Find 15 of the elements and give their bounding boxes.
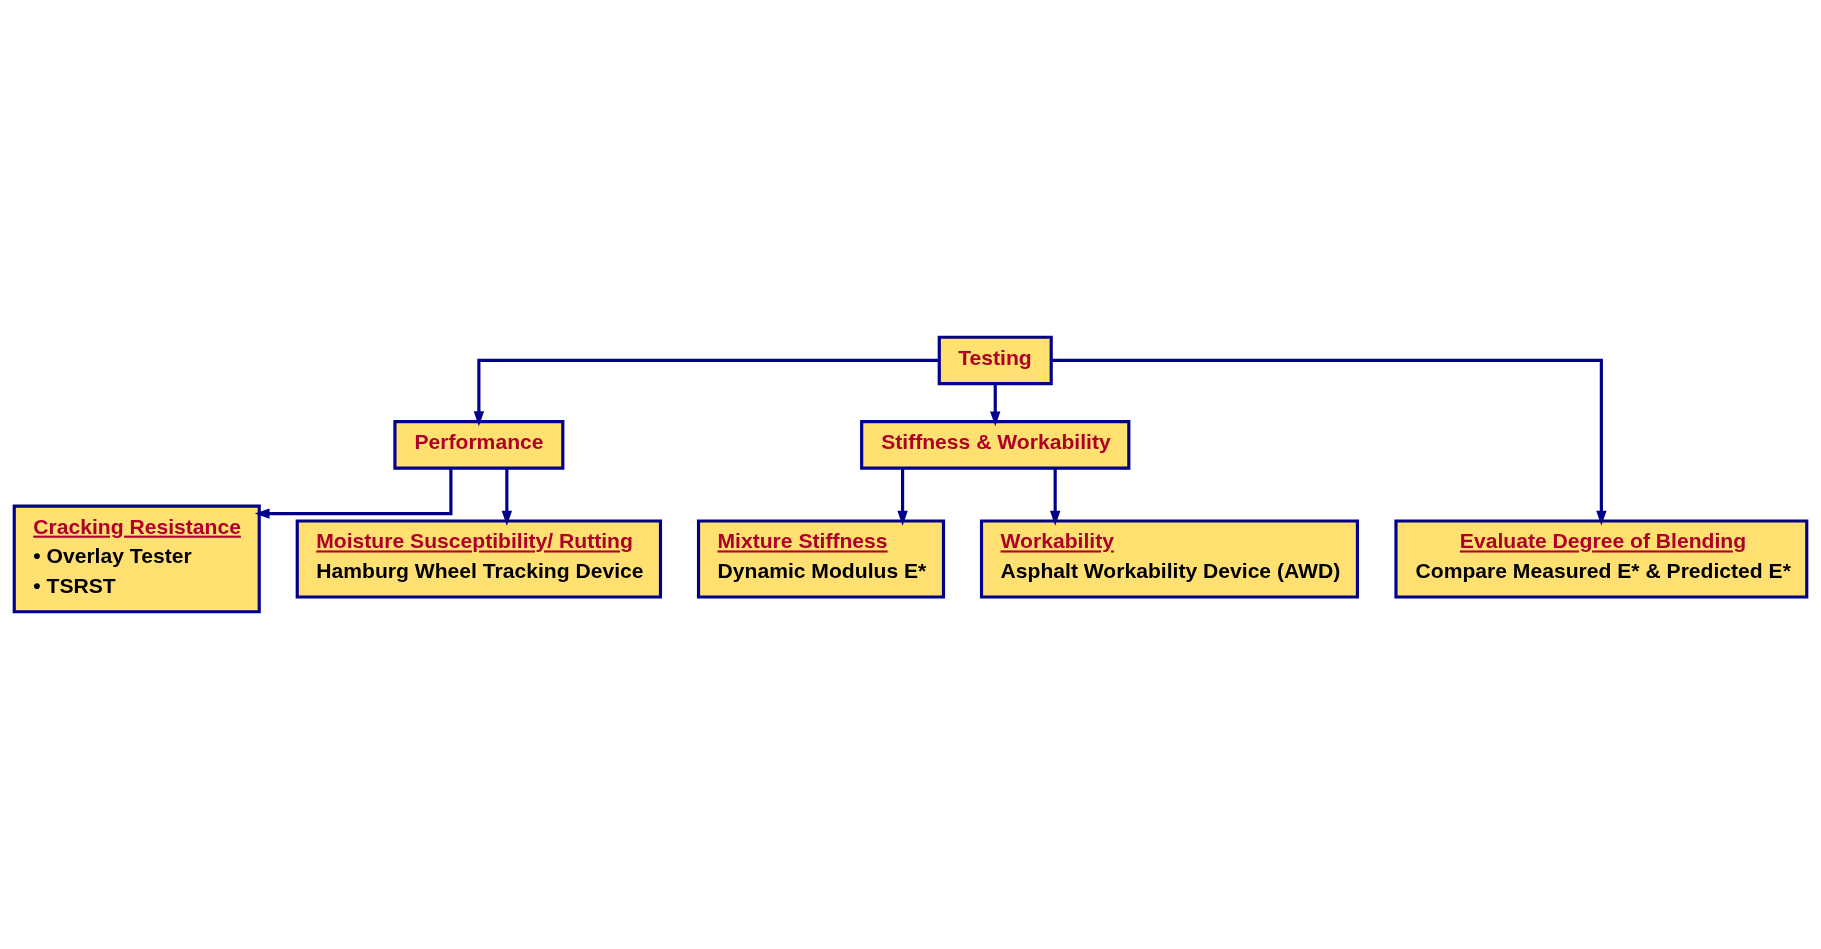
- arrow: [473, 358, 939, 427]
- arrow: [897, 468, 908, 526]
- node-box: Stiffness & Workability: [860, 420, 1131, 470]
- node-box: Performance: [393, 420, 565, 470]
- node-box: Workability Asphalt Workability Device (AWD): [979, 519, 1360, 599]
- node-box: Cracking Resistance • Overlay Tester • TSRST: [12, 504, 261, 614]
- arrow: [1049, 468, 1061, 526]
- node-box: Evaluate Degree of Blending Compare Measured E* & Predicted E*: [1394, 519, 1809, 599]
- arrow: [1051, 358, 1607, 526]
- node-box: Testing: [937, 335, 1053, 386]
- arrow: [254, 468, 453, 519]
- node-box: Mixture Stiffness Dynamic Modulus E*: [696, 519, 946, 599]
- node-box: Moisture Susceptibility/ Rutting Hamburg Wheel Tracking Device: [295, 519, 663, 599]
- arrow: [990, 384, 1001, 427]
- arrow: [501, 468, 513, 526]
